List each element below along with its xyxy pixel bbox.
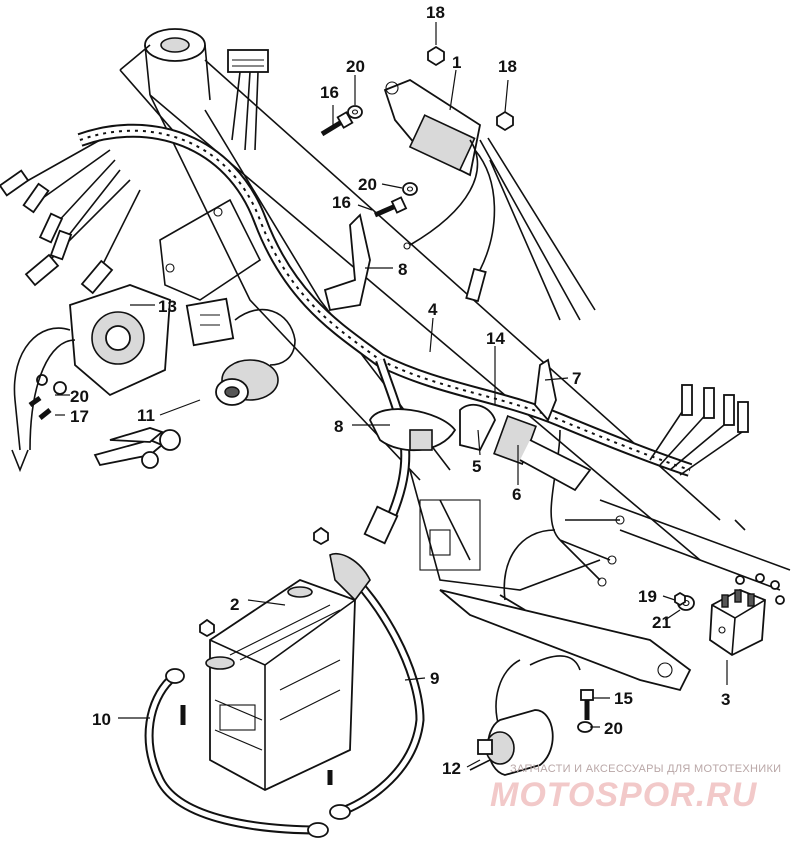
rectifier-13 — [11, 284, 171, 473]
callout-8a: 8 — [398, 260, 407, 279]
callout-11: 11 — [137, 406, 155, 425]
ignition-switch — [93, 297, 296, 469]
leader-lines — [55, 22, 728, 768]
rear-bullet-connectors — [681, 384, 749, 433]
callout-2: 2 — [230, 595, 239, 614]
callout-7: 7 — [572, 369, 581, 388]
callout-20a: 20 — [346, 57, 365, 76]
callout-10: 10 — [92, 710, 111, 729]
callout-15: 15 — [614, 689, 633, 708]
callout-20d: 20 — [604, 719, 623, 738]
callout-3: 3 — [721, 690, 730, 709]
callout-21: 21 — [652, 613, 671, 632]
callout-6: 6 — [512, 485, 521, 504]
fuse-holder — [459, 403, 592, 492]
ignition-coil — [383, 78, 596, 321]
hardware — [28, 45, 785, 785]
watermark: ЗАПЧАСТИ И АКСЕССУАРЫ ДЛЯ МОТОТЕХНИКИ MO… — [490, 763, 781, 814]
top-connector — [227, 49, 269, 151]
battery-cables — [144, 553, 425, 838]
callout-19: 19 — [638, 587, 657, 606]
callout-14: 14 — [486, 329, 505, 348]
battery — [205, 578, 356, 792]
callout-1: 1 — [452, 53, 461, 72]
callout-13: 13 — [158, 297, 177, 316]
callout-20c: 20 — [70, 387, 89, 406]
watermark-tagline: ЗАПЧАСТИ И АКСЕССУАРЫ ДЛЯ МОТОТЕХНИКИ — [510, 763, 781, 775]
callout-12: 12 — [442, 759, 461, 778]
callout-18b: 18 — [498, 57, 517, 76]
watermark-logo: MOTOSPOR.RU — [490, 776, 758, 814]
main-wire-harness — [19, 123, 746, 611]
callout-5: 5 — [472, 457, 481, 476]
callout-labels: 1 2 3 4 5 6 7 8 8 9 10 11 12 13 14 15 16… — [70, 3, 730, 778]
callout-16a: 16 — [320, 83, 339, 102]
callout-4: 4 — [428, 300, 438, 319]
front-bullet-connectors — [0, 169, 114, 295]
callout-18a: 18 — [426, 3, 445, 22]
harness-clamps — [323, 213, 557, 452]
callout-9: 9 — [430, 669, 439, 688]
regulator — [709, 589, 766, 657]
starter-relay — [469, 655, 581, 776]
callout-20b: 20 — [358, 175, 377, 194]
callout-8b: 8 — [334, 417, 343, 436]
callout-16b: 16 — [332, 193, 351, 212]
callout-17: 17 — [70, 407, 89, 426]
